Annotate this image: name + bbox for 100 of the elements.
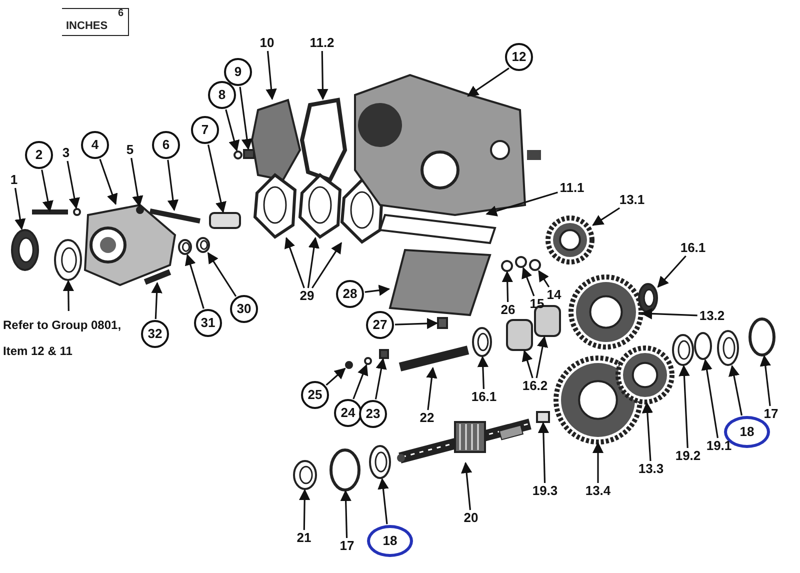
nut-drawing [178,239,192,255]
callout-number: 5 [125,143,135,157]
cover-drawing [250,98,302,182]
callout-number: 8 [208,81,236,109]
leader-line [640,308,698,320]
callout-number: 23 [359,400,387,428]
callout-number: 16.2 [521,379,549,393]
ruler-label: 6 [118,8,124,19]
leader-line [41,170,54,212]
leader-line [207,144,226,214]
callout-number: 29 [298,289,316,303]
leader-line [340,490,352,538]
callout-number: 22 [418,411,436,425]
leader-line [642,402,654,462]
leader-line [266,50,277,100]
callout-number: 30 [230,295,258,323]
callout-number: 7 [191,116,219,144]
case-drawing [354,74,526,216]
callout-number: 2 [25,141,53,169]
gear-drawing [546,216,594,264]
leader-line [467,68,510,97]
oil-seal-drawing [11,229,39,271]
callout-number: 16.1 [470,390,498,404]
bearing-drawing [638,283,658,313]
gasket-drawing [298,173,342,239]
leader-line [760,354,771,406]
bearing-cone-drawing [369,445,391,479]
stud-drawing [150,208,200,224]
bearing-drawing [472,327,492,357]
nut-drawing [196,237,210,253]
callout-number: 6 [152,131,180,159]
leader-line [592,207,620,226]
cover-pan-drawing [388,248,492,316]
leader-line [239,86,253,150]
leader-line [592,442,604,483]
plate-drawing [379,349,389,359]
snap-ring-drawing [694,332,712,360]
callout-number: 15 [528,297,546,311]
leader-line [538,270,550,288]
leader-line [151,282,162,320]
leader-line [477,356,488,390]
leader-line [167,160,179,212]
leader-line [317,50,328,100]
callout-number: 25 [301,381,329,409]
callout-number: 24 [334,399,362,427]
callout-number: 13.4 [584,484,612,498]
callout-number: 19.3 [531,484,559,498]
callout-number: 17 [338,539,356,553]
callout-number: 20 [462,511,480,525]
plug-drawing [437,317,448,329]
leader-line [374,358,387,400]
callout-number: 26 [500,303,516,317]
callout-number: 19.1 [705,439,733,453]
leader-line [678,364,690,448]
leader-line [486,192,558,216]
washer-drawing [672,334,694,366]
sleeve-drawing [209,212,241,229]
stud-drawing [144,269,172,285]
gear-drawing [568,274,644,350]
callout-number: 13.1 [618,193,646,207]
leader-line [426,366,438,410]
callout-number: 13.2 [698,309,726,323]
leader-line [99,158,118,206]
ball-drawing [136,206,144,214]
leader-line [184,254,204,309]
washer-drawing [515,256,527,268]
leader-line [522,266,535,296]
callout-number: 12 [505,43,533,71]
leader-line [352,364,368,400]
ruler-label: INCHES [66,20,108,32]
callout-number: 11.2 [308,36,336,50]
leader-line [62,280,74,312]
leader-line [66,160,80,210]
leader-line [326,368,346,386]
leader-line [701,358,718,438]
callout-number: 17 [762,407,780,421]
leader-line [657,255,686,288]
callout-number: 28 [336,280,364,308]
plug-drawing [501,260,513,272]
screw-drawing [345,361,353,369]
callout-number: 9 [224,58,252,86]
leader-line [14,188,26,230]
reference-note: Refer to Group 0801, Item 12 & 11 [3,312,135,364]
roller-bearing-drawing [506,319,533,351]
leader-line [299,488,310,530]
washer-drawing [73,208,81,216]
housing-drawing [84,204,176,286]
seal-ring-drawing [54,239,82,281]
callout-number: 3 [61,146,71,160]
bearing-cup-drawing [748,318,776,356]
leader-line [461,462,472,510]
leader-line [307,236,320,288]
screw-drawing [243,149,255,159]
leader-line [284,236,305,288]
leader-line [502,270,513,302]
callout-number: 14 [546,288,562,302]
callout-number: 1 [9,173,19,187]
leader-line [394,318,438,330]
leader-line [225,109,240,152]
callout-number: 32 [141,320,169,348]
